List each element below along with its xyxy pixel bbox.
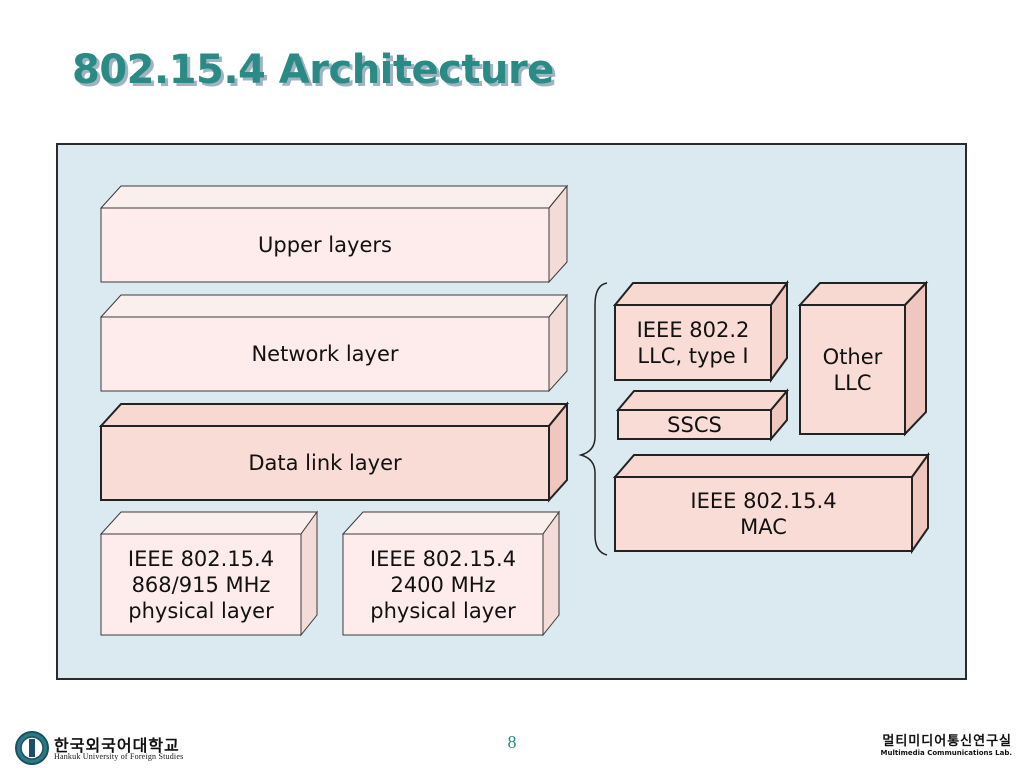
sscs-box xyxy=(615,388,790,442)
lab-logo: 멀티미디어통신연구실 Multimedia Communications Lab… xyxy=(852,730,1012,766)
architecture-diagram: Upper layers Network layer Data link lay… xyxy=(56,143,967,680)
university-logo: 한국외국어대학교 Hankuk University of Foreign St… xyxy=(12,728,202,768)
page-number: 8 xyxy=(507,732,517,752)
lab-subtitle: Multimedia Communications Lab. xyxy=(880,749,1012,757)
university-name: 한국외국어대학교 xyxy=(54,736,180,755)
phy-868-label: IEEE 802.15.4 868/915 MHz physical layer xyxy=(127,546,275,623)
slide-title: 802.15.4 Architecture xyxy=(72,47,554,93)
lab-name: 멀티미디어통신연구실 xyxy=(882,734,1012,749)
diagram-shapes xyxy=(98,184,930,637)
sscs-label: SSCS xyxy=(667,412,722,437)
data-link-layer-label: Data link layer xyxy=(248,451,402,475)
phy-2400-box xyxy=(341,510,560,637)
other-llc-box xyxy=(797,280,929,437)
other-llc-label: Other LLC xyxy=(822,344,883,395)
data-link-layer-box xyxy=(98,401,570,503)
llc-8022-box xyxy=(612,279,789,384)
phy-868-box xyxy=(99,510,318,637)
network-layer-label: Network layer xyxy=(251,342,399,366)
university-emblem-icon xyxy=(15,731,49,765)
phy-2400-label: IEEE 802.15.4 2400 MHz physical layer xyxy=(369,546,517,623)
llc-8022-label: IEEE 802.2 LLC, type I xyxy=(636,317,750,368)
brace xyxy=(578,282,608,556)
mac-box xyxy=(612,451,930,555)
university-subtitle: Hankuk University of Foreign Studies xyxy=(54,752,184,761)
mac-label: IEEE 802.15.4 MAC xyxy=(690,489,837,539)
upper-layers-label: Upper layers xyxy=(258,233,392,257)
upper-layers-box xyxy=(99,184,569,284)
network-layer-box xyxy=(99,293,569,393)
